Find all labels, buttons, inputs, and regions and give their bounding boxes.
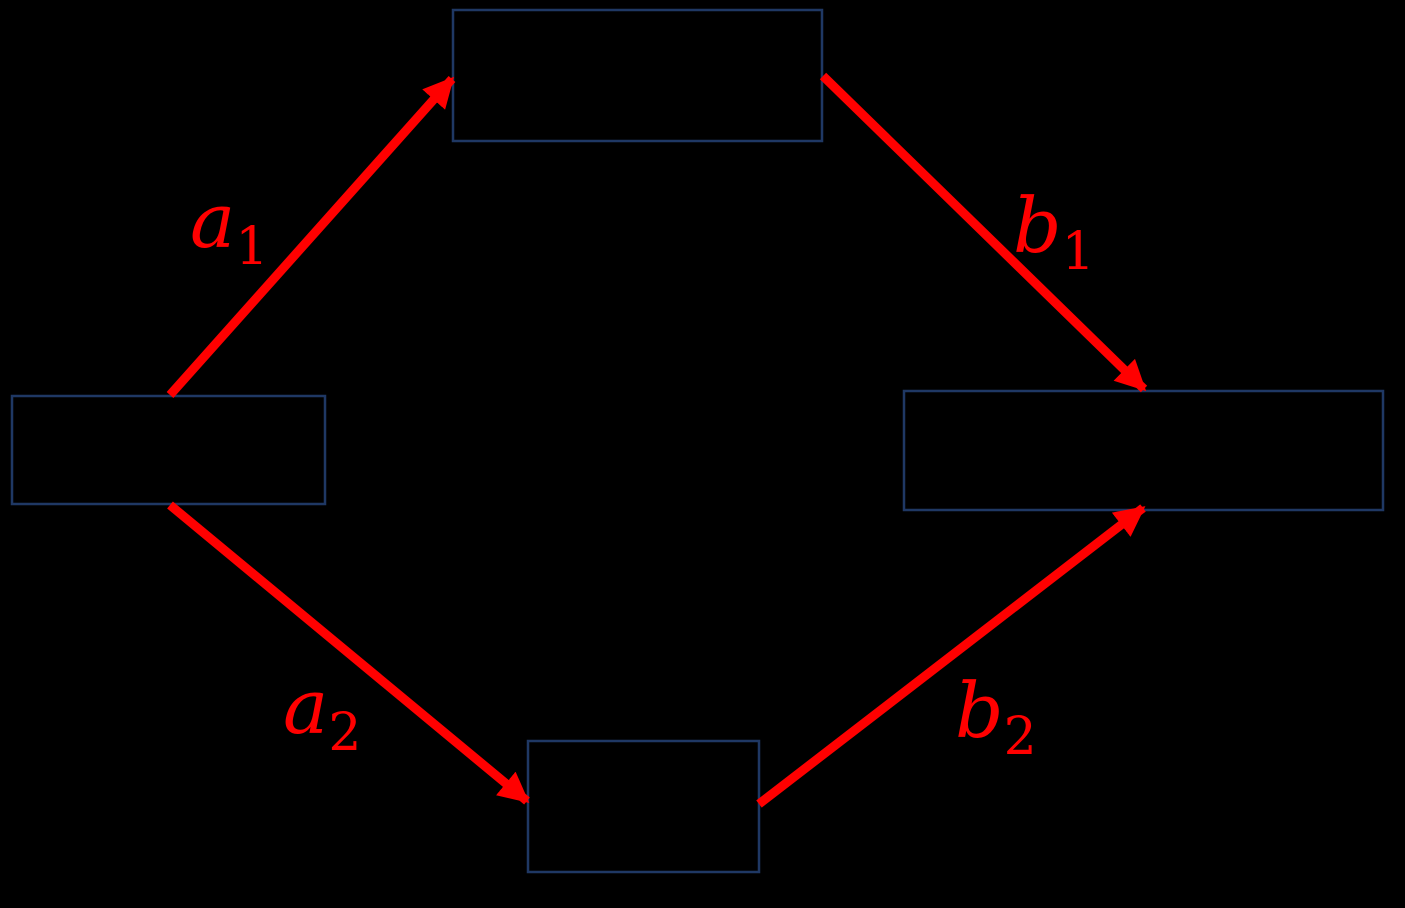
node-box-left xyxy=(10,394,327,506)
edge-label-b2: b2 xyxy=(955,666,1037,767)
edge-layer xyxy=(166,72,1148,808)
edge-label-subscript: 2 xyxy=(1004,707,1037,767)
edge-label-a2: a2 xyxy=(283,662,361,763)
arrow-b1 xyxy=(819,72,1148,393)
edge-label-a1: a1 xyxy=(190,176,268,277)
node-layer xyxy=(10,8,1385,874)
edge-label-base: b xyxy=(955,666,1004,755)
node-box-bottom xyxy=(526,739,761,874)
edge-label-b1: b1 xyxy=(1013,181,1095,282)
arrow-a2 xyxy=(167,501,530,805)
edge-label-base: a xyxy=(190,176,235,265)
node-box-right xyxy=(902,389,1385,512)
edge-label-base: a xyxy=(283,662,328,751)
edge-label-subscript: 2 xyxy=(328,703,361,763)
arrow-a1 xyxy=(166,76,456,398)
edge-label-subscript: 1 xyxy=(235,217,268,277)
edge-label-subscript: 1 xyxy=(1062,222,1095,282)
arrow-b2 xyxy=(756,504,1146,808)
edge-label-base: b xyxy=(1013,181,1062,270)
node-box-top xyxy=(451,8,824,143)
